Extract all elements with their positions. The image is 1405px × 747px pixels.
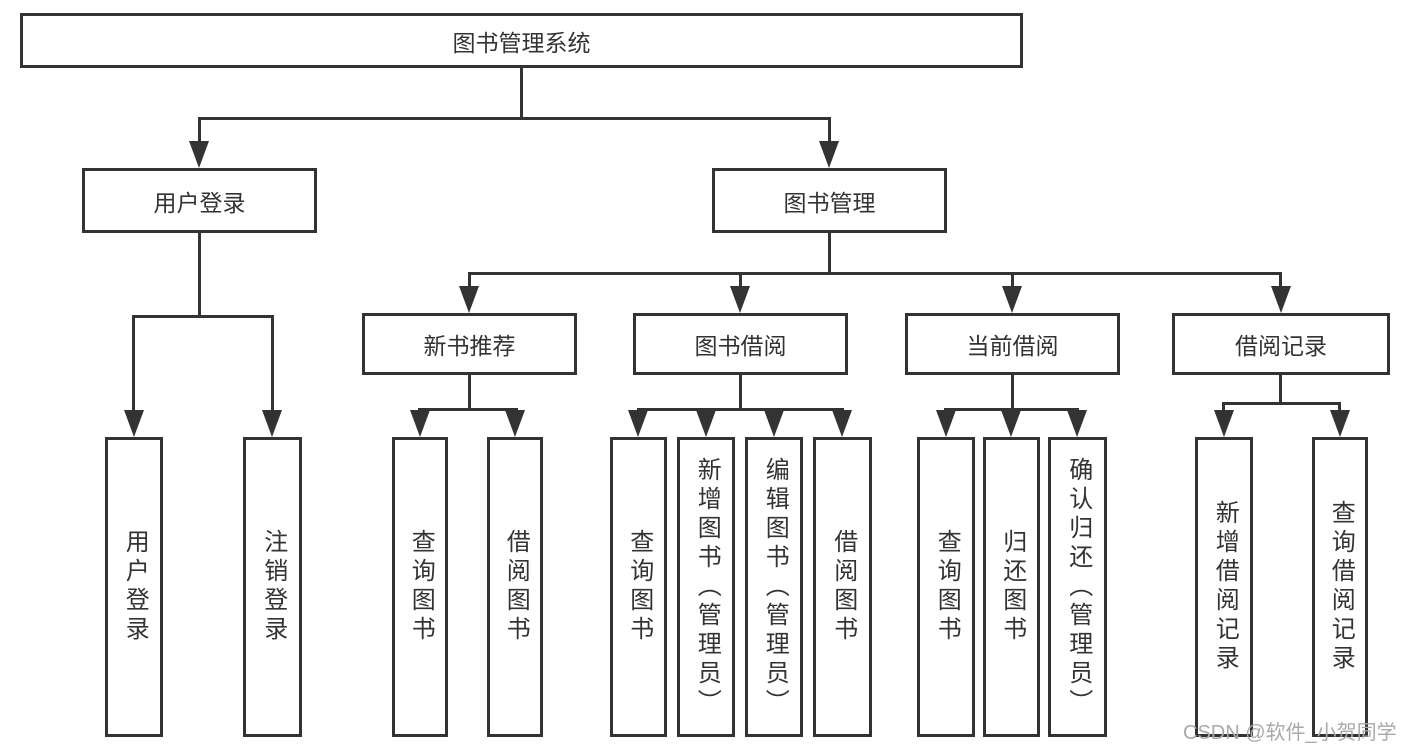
arrow-down-icon (764, 410, 784, 437)
node-user-login: 用户登录 (82, 168, 317, 233)
leaf-user-login: 用户登录 (105, 437, 163, 737)
leaf-borrowing-query-books: 查询图书 (610, 437, 667, 737)
node-book-borrowing: 图书借阅 (633, 313, 848, 375)
arrow-down-icon (1330, 410, 1350, 437)
connector-line (198, 117, 831, 120)
node-label: 图书管理 (783, 189, 876, 216)
leaf-records-query-record: 查询借阅记录 (1312, 437, 1368, 737)
arrow-down-icon (1271, 286, 1291, 313)
connector-line (1222, 402, 1225, 414)
connector-line (132, 315, 135, 415)
leaf-current-query-books: 查询图书 (917, 437, 975, 737)
arrow-down-icon (1067, 410, 1087, 437)
arrow-down-icon (1002, 286, 1022, 313)
leaf-label: 借阅图书 (829, 529, 857, 645)
leaf-label: 新增借阅记录 (1211, 500, 1239, 674)
connector-line (944, 408, 1079, 411)
connector-line (828, 233, 831, 275)
connector-line (132, 315, 274, 318)
arrow-down-icon (505, 410, 525, 437)
arrow-down-icon (730, 286, 750, 313)
arrow-down-icon (832, 410, 852, 437)
connector-line (198, 117, 201, 145)
connector-line (1279, 272, 1282, 289)
node-root-system: 图书管理系统 (20, 13, 1023, 68)
connector-line (739, 272, 742, 289)
connector-line (520, 66, 523, 120)
node-label: 图书借阅 (694, 333, 787, 359)
node-new-book-recommend: 新书推荐 (362, 313, 577, 375)
node-book-management: 图书管理 (712, 168, 947, 233)
node-label: 用户登录 (153, 189, 246, 216)
leaf-logout: 注销登录 (243, 437, 302, 737)
arrow-down-icon (1001, 410, 1021, 437)
arrow-down-icon (696, 410, 716, 437)
leaf-label: 查询图书 (933, 529, 961, 645)
node-label: 当前借阅 (966, 333, 1059, 359)
leaf-label: 归还图书 (998, 529, 1026, 645)
leaf-records-add-record: 新增借阅记录 (1195, 437, 1253, 737)
connector-line (1338, 402, 1341, 414)
leaf-label: 确认归还（管理员） (1064, 456, 1092, 718)
leaf-label: 查询图书 (407, 529, 435, 645)
connector-line (198, 233, 201, 318)
leaf-label: 新增图书（管理员） (693, 456, 721, 718)
connector-line (468, 272, 471, 289)
leaf-newbooks-borrow-books: 借阅图书 (487, 437, 543, 737)
connector-line (1222, 402, 1341, 405)
csdn-watermark: CSDN @软件_小贺同学 (1183, 722, 1397, 744)
leaf-current-confirm-return-admin: 确认归还（管理员） (1048, 437, 1107, 737)
arrow-down-icon (124, 410, 144, 437)
connector-line (828, 117, 831, 145)
node-label: 新书推荐 (423, 333, 516, 359)
connector-line (418, 408, 518, 411)
connector-line (637, 408, 844, 411)
connector-line (271, 315, 274, 415)
leaf-borrowing-edit-books-admin: 编辑图书（管理员） (745, 437, 803, 737)
node-label: 借阅记录 (1235, 333, 1327, 359)
arrow-down-icon (819, 141, 839, 168)
connector-line (468, 375, 471, 411)
arrow-down-icon (410, 410, 430, 437)
arrow-down-icon (628, 410, 648, 437)
node-label: 图书管理系统 (452, 29, 591, 56)
leaf-newbooks-query-books: 查询图书 (392, 437, 448, 737)
connector-line (1279, 375, 1282, 405)
leaf-label: 用户登录 (121, 529, 149, 645)
node-borrow-records: 借阅记录 (1172, 313, 1390, 375)
connector-line (468, 272, 1282, 275)
connector-line (739, 375, 742, 411)
arrow-down-icon (1214, 410, 1234, 437)
arrow-down-icon (189, 141, 209, 168)
leaf-current-return-books: 归还图书 (983, 437, 1040, 737)
node-current-borrowing: 当前借阅 (905, 313, 1120, 375)
leaf-label: 注销登录 (259, 529, 287, 645)
leaf-borrowing-borrow-books: 借阅图书 (813, 437, 872, 737)
connector-line (1011, 375, 1014, 411)
arrow-down-icon (459, 286, 479, 313)
leaf-borrowing-add-books-admin: 新增图书（管理员） (677, 437, 735, 737)
leaf-label: 编辑图书（管理员） (761, 456, 789, 718)
arrow-down-icon (936, 410, 956, 437)
leaf-label: 查询借阅记录 (1327, 500, 1355, 674)
arrow-down-icon (262, 410, 282, 437)
leaf-label: 查询图书 (625, 529, 653, 645)
leaf-label: 借阅图书 (502, 529, 530, 645)
connector-line (1011, 272, 1014, 289)
